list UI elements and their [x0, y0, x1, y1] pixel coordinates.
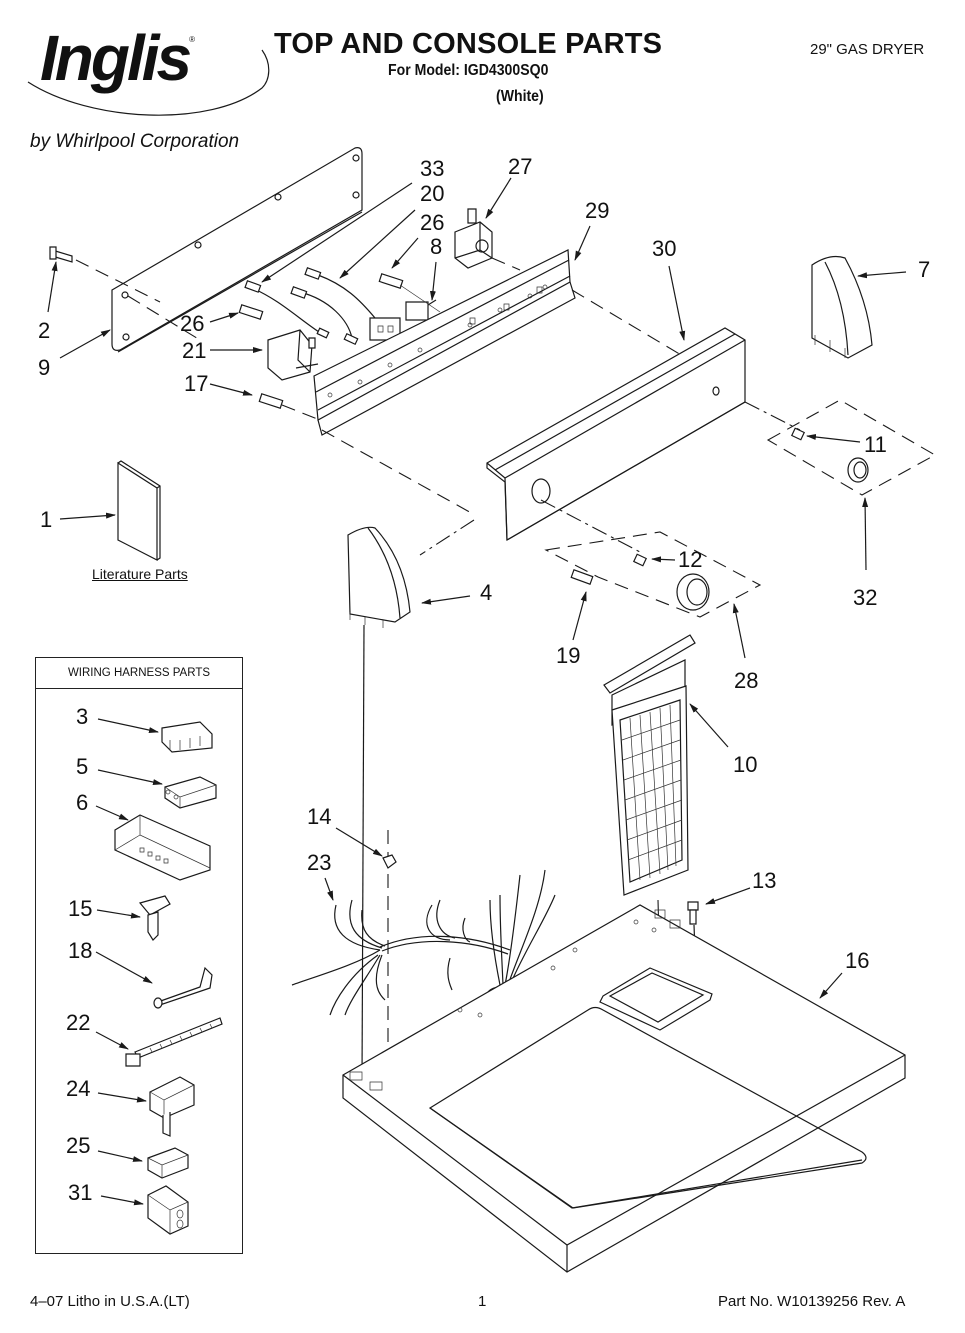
callout-10: 10 — [733, 752, 758, 777]
part-8-connector — [406, 300, 436, 320]
callout-8: 8 — [430, 234, 443, 259]
wiring-harness-heading: WIRING HARNESS PARTS — [36, 658, 242, 689]
part-26b-screw — [379, 274, 402, 288]
part-32-knob — [848, 458, 868, 482]
part-1-literature — [118, 461, 160, 560]
callout-14: 14 — [307, 804, 332, 829]
callout-26-right: 26 — [420, 210, 445, 235]
harness-part-24 — [150, 1077, 194, 1136]
part-2-screw — [50, 247, 72, 262]
part-7-end-cap — [812, 257, 872, 358]
harness-part-18 — [154, 968, 212, 1008]
harness-part-22 — [126, 1018, 222, 1066]
harness-part-3 — [162, 722, 212, 752]
harness-part-25 — [148, 1148, 188, 1178]
callout-20: 20 — [420, 181, 445, 206]
callout-11: 11 — [864, 432, 887, 457]
part-number: Part No. W10139256 Rev. A — [718, 1293, 906, 1310]
model-number: For Model: IGD4300SQ0 — [388, 62, 549, 79]
callout-5: 5 — [76, 754, 89, 779]
callout-23: 23 — [307, 850, 332, 875]
part-19-screw — [571, 570, 593, 584]
callout-26-left: 26 — [180, 311, 205, 336]
brand-byline: by Whirlpool Corporation — [30, 131, 240, 152]
callout-28: 28 — [734, 668, 759, 693]
part-10-lint-screen — [604, 635, 695, 895]
callout-13: 13 — [752, 868, 777, 893]
part-23-wire-harness — [292, 870, 555, 1015]
registered-mark: ® — [189, 35, 196, 44]
callout-22: 22 — [66, 1010, 91, 1035]
callout-1: 1 — [40, 507, 53, 532]
callout-19: 19 — [556, 643, 581, 668]
callout-27: 27 — [508, 154, 533, 179]
callout-9: 9 — [38, 355, 51, 380]
harness-part-15 — [140, 896, 170, 940]
model-color: (White) — [496, 88, 544, 105]
callout-15: 15 — [68, 896, 93, 921]
part-9-rear-panel — [112, 148, 362, 352]
harness-part-31 — [148, 1186, 188, 1234]
callout-16: 16 — [845, 948, 870, 973]
part-12-spring — [634, 554, 646, 565]
literature-parts-label: Literature Parts — [92, 566, 188, 582]
callout-21: 21 — [182, 338, 207, 363]
part-20-harness — [291, 268, 400, 344]
part-16-dryer-top — [343, 905, 905, 1272]
callout-2: 2 — [38, 318, 51, 343]
callout-25: 25 — [66, 1133, 91, 1158]
callout-24: 24 — [66, 1076, 91, 1101]
print-info: 4–07 Litho in U.S.A.(LT) — [30, 1293, 190, 1310]
callout-4: 4 — [480, 580, 493, 605]
page-title: TOP AND CONSOLE PARTS — [274, 28, 663, 60]
harness-part-6 — [115, 815, 210, 880]
logo-swoosh — [28, 50, 269, 115]
callout-30: 30 — [652, 236, 677, 261]
part-26-screw — [239, 305, 262, 319]
brand-name: Inglis — [40, 22, 190, 94]
page-number: 1 — [478, 1293, 487, 1310]
part-29-console-bracket — [314, 250, 575, 435]
part-33-wire — [245, 281, 329, 338]
part-4-end-cap — [348, 527, 410, 628]
part-30-console — [487, 328, 745, 540]
callout-32: 32 — [853, 585, 878, 610]
callout-33: 33 — [420, 156, 445, 181]
product-type: 29" GAS DRYER — [810, 41, 925, 58]
part-14-clip — [383, 855, 396, 868]
callout-6: 6 — [76, 790, 89, 815]
callout-31: 31 — [68, 1180, 93, 1205]
callout-29: 29 — [585, 198, 610, 223]
callout-17: 17 — [184, 371, 209, 396]
wiring-harness-box: WIRING HARNESS PARTS — [35, 657, 243, 1254]
part-28-kit-box — [546, 532, 760, 617]
callout-18: 18 — [68, 938, 93, 963]
leader-arrows — [48, 178, 906, 1206]
part-32-kit-box — [768, 400, 935, 495]
part-17-screw — [259, 394, 282, 408]
part-28-knob — [677, 574, 709, 610]
part-21-switch — [268, 330, 318, 380]
harness-part-5 — [165, 777, 216, 808]
callout-3: 3 — [76, 704, 89, 729]
callout-7: 7 — [918, 257, 931, 282]
brand-logo: Inglis® — [40, 22, 196, 94]
part-11-spring — [792, 428, 804, 439]
callout-12: 12 — [678, 547, 703, 572]
part-13-screw — [688, 902, 698, 924]
